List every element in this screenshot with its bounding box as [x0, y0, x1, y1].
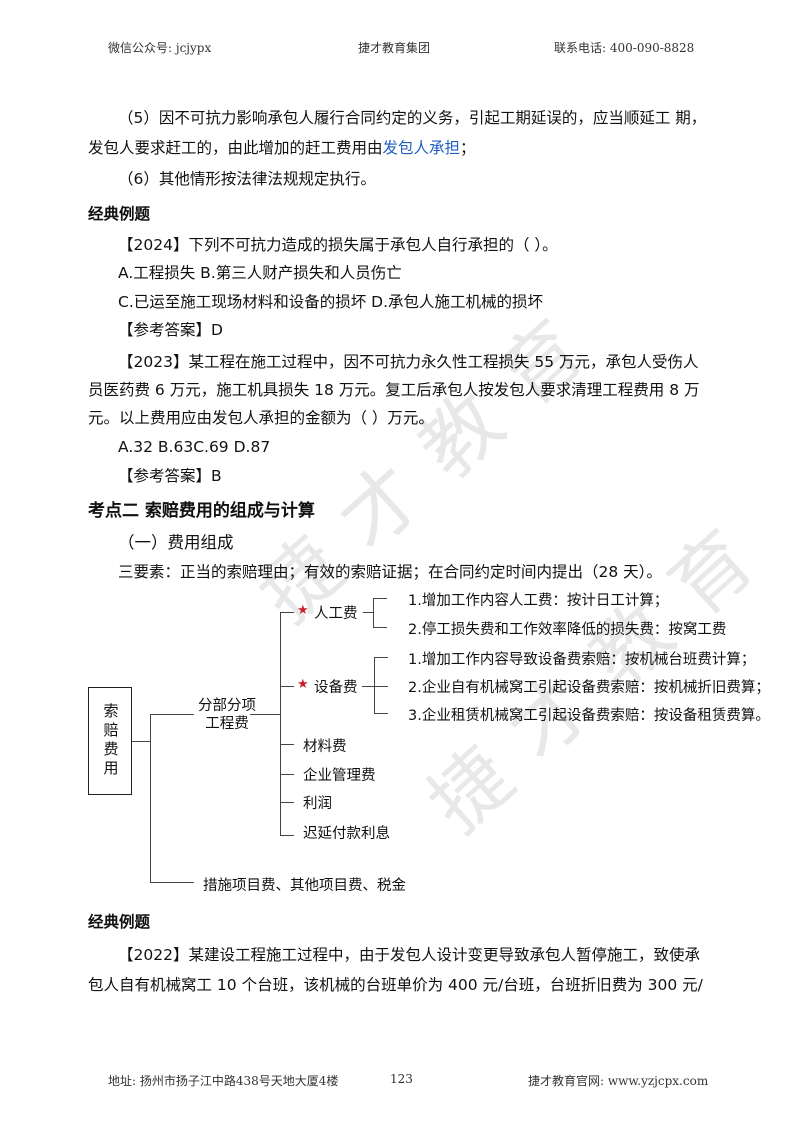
star-icon: ★ [297, 677, 309, 692]
section-title: 考点二 索赔费用的组成与计算 [88, 501, 315, 521]
header-wechat: 微信公众号: jcjypx [108, 41, 212, 55]
connector [280, 612, 282, 836]
management-cost: 企业管理费 [303, 768, 376, 784]
question-2024-answer: 【参考答案】D [118, 321, 223, 339]
subsection-title: （一）费用组成 [118, 533, 234, 552]
three-elements: 三要素：正当的索赔理由；有效的索赔证据；在合同约定时间内提出（28 天）。 [118, 563, 662, 581]
connector [280, 744, 294, 746]
item-5-text: 发包人要求赶工的，由此增加的赶工费用由 [88, 139, 383, 157]
connector [374, 713, 388, 715]
page-number: 123 [390, 1072, 413, 1086]
labor-item-2: 2.停工损失费和工作效率降低的损失费：按窝工费 [408, 622, 727, 638]
item-6: （6）其他情形按法律法规规定执行。 [118, 170, 376, 188]
material-cost: 材料费 [303, 739, 347, 755]
watermark: 捷才教育 [242, 284, 624, 641]
connector [250, 714, 280, 716]
connector [280, 802, 294, 804]
connector [374, 657, 376, 714]
header-phone: 联系电话: 400-090-8828 [554, 41, 695, 55]
connector [373, 627, 387, 629]
equipment-item-3: 3.企业租赁机械窝工引起设备费索赔：按设备租赁费算。 [408, 708, 770, 724]
root-box: 索赔费用 [88, 687, 132, 795]
connector [374, 686, 388, 688]
connector [280, 686, 294, 688]
connector [150, 882, 194, 884]
question-2023-line-1: 【2023】某工程在施工过程中，因不可抗力永久性工程损失 55 万元，承包人受伤… [118, 353, 699, 371]
connector [150, 714, 194, 716]
branch-main-label: 分部分项 工程费 [198, 698, 256, 732]
connector [373, 598, 387, 600]
equipment-item-1: 1.增加工作内容导致设备费索赔：按机械台班费计算； [408, 652, 756, 668]
connector [280, 835, 294, 837]
late-payment-interest: 迟延付款利息 [303, 826, 390, 842]
root-label: 索赔费用 [103, 702, 119, 777]
header-company: 捷才教育集团 [358, 41, 431, 55]
connector [363, 612, 373, 614]
example-heading: 经典例题 [88, 913, 151, 931]
equipment-item-2: 2.企业自有机械窝工引起设备费索赔：按机械折旧费算； [408, 680, 770, 696]
branch-bottom-label: 措施项目费、其他项目费、税金 [203, 878, 406, 894]
footer-address: 地址: 扬州市扬子江中路438号天地大厦4楼 [108, 1074, 339, 1088]
item-5-line-2: 发包人要求赶工的，由此增加的赶工费用由发包人承担； [88, 134, 476, 162]
question-2024: 【2024】下列不可抗力造成的损失属于承包人自行承担的（ ）。 [118, 236, 558, 254]
question-2023-line-2: 员医药费 6 万元，施工机具损失 18 万元。复工后承包人按发包人要求清理工程费… [88, 381, 700, 399]
question-2022-line-2: 包人自有机械窝工 10 个台班，该机械的台班单价为 400 元/台班，台班折旧费… [88, 976, 703, 994]
footer-website: 捷才教育官网: www.yzjcpx.com [528, 1074, 709, 1088]
question-2024-options-ab: A.工程损失 B.第三人财产损失和人员伤亡 [118, 264, 402, 282]
labor-item-1: 1.增加工作内容人工费：按计日工计算； [408, 593, 669, 609]
question-2024-options-cd: C.已运至施工现场材料和设备的损坏 D.承包人施工机械的损坏 [118, 293, 544, 311]
connector [150, 714, 152, 883]
connector [280, 774, 294, 776]
connector [362, 686, 374, 688]
connector [132, 741, 151, 743]
labor-label: 人工费 [314, 606, 358, 622]
connector [373, 598, 375, 628]
star-icon: ★ [297, 603, 309, 618]
profit: 利润 [303, 796, 332, 812]
question-2022-line-1: 【2022】某建设工程施工过程中，由于发包人设计变更导致承包人暂停施工，致使承 [118, 946, 700, 964]
question-2023-options: A.32 B.63C.69 D.87 [118, 438, 271, 456]
item-5-line-1: （5）因不可抗力影响承包人履行合同约定的义务，引起工期延误的，应当顺延工 期， [118, 109, 707, 127]
question-2023-line-3: 元。以上费用应由发包人承担的金额为（ ）万元。 [88, 409, 434, 427]
employer-bears-link[interactable]: 发包人承担 [382, 139, 461, 157]
item-5-end: ； [460, 139, 476, 157]
question-2023-answer: 【参考答案】B [118, 467, 222, 485]
connector [280, 612, 294, 614]
example-heading: 经典例题 [88, 205, 151, 223]
connector [374, 657, 388, 659]
equipment-label: 设备费 [314, 680, 358, 696]
